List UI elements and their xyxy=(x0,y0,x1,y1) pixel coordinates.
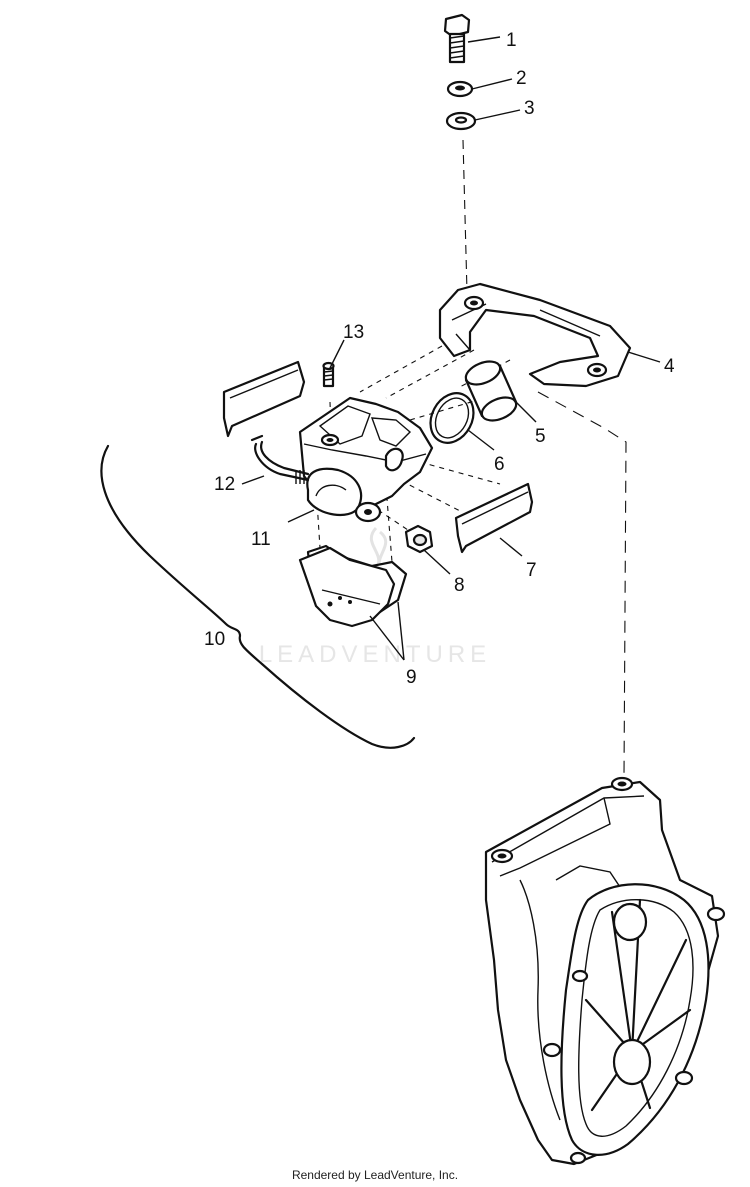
flat-washer-part xyxy=(445,111,477,131)
callout-labels: 1 2 3 4 5 6 7 8 9 10 11 12 13 xyxy=(204,30,675,688)
callout-3: 3 xyxy=(524,98,535,119)
caliper-body-part xyxy=(298,396,434,523)
shim-plate-lower xyxy=(454,482,534,554)
mounting-bracket-part xyxy=(438,282,632,388)
callout-4: 4 xyxy=(664,356,675,377)
callout-2: 2 xyxy=(516,68,527,89)
watermark-text: LEADVENTURE xyxy=(259,641,491,668)
nut-part xyxy=(404,524,434,554)
callout-12: 12 xyxy=(214,474,235,495)
brake-line-part xyxy=(250,434,310,484)
bolt-part xyxy=(443,13,471,64)
callout-1: 1 xyxy=(506,30,517,51)
wheel-hub-housing xyxy=(484,776,726,1166)
shim-plate-upper xyxy=(222,360,306,438)
callout-9: 9 xyxy=(406,667,417,688)
callout-5: 5 xyxy=(535,426,546,447)
seal-ring-part xyxy=(429,392,475,444)
callout-13: 13 xyxy=(343,322,364,343)
piston-part xyxy=(464,360,518,422)
callout-6: 6 xyxy=(494,454,505,475)
callout-10: 10 xyxy=(204,629,225,650)
brake-pads-part xyxy=(298,544,408,628)
callout-11: 11 xyxy=(251,529,271,550)
leader-lines xyxy=(241,36,661,661)
lock-washer-part xyxy=(446,80,474,98)
group-bracket-10 xyxy=(100,444,416,749)
callout-7: 7 xyxy=(526,560,537,581)
watermark: LEADVENTURE xyxy=(259,526,491,668)
callout-8: 8 xyxy=(454,575,465,596)
bleeder-screw-part xyxy=(322,361,335,388)
footer-credit: Rendered by LeadVenture, Inc. xyxy=(291,1168,459,1182)
